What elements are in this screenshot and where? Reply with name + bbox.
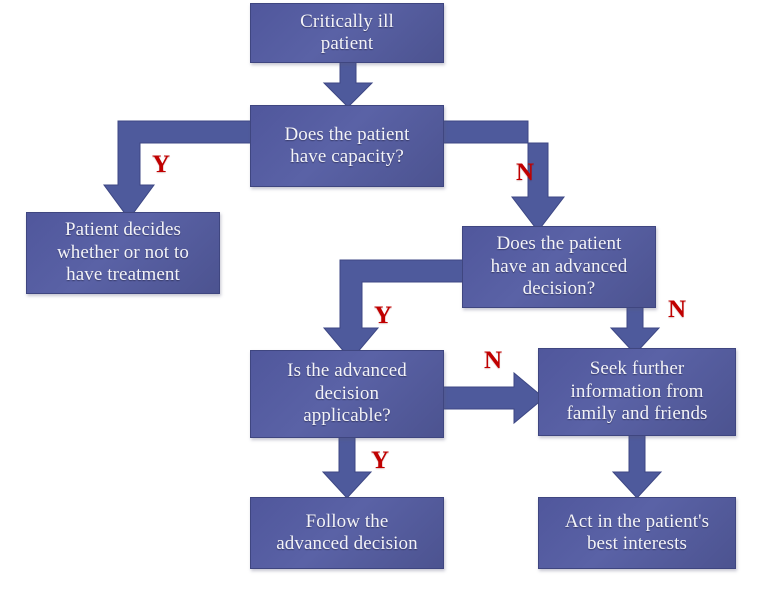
edge-label-capacity-no: N: [516, 159, 535, 186]
node-does-patient-have-capacity[interactable]: Does the patient have capacity?: [250, 105, 444, 187]
node-act-in-patients-best-interests[interactable]: Act in the patient's best interests: [538, 497, 736, 569]
edge-label-advanced-decision-no: N: [668, 296, 687, 323]
node-does-patient-have-advanced-decision[interactable]: Does the patient have an advanced decisi…: [462, 226, 656, 308]
connector-capacity-no-to-advanced-decision: [437, 120, 582, 237]
node-seek-further-information[interactable]: Seek further information from family and…: [538, 348, 736, 436]
connector-applicable-yes-to-follow-advanced-decision: [320, 435, 374, 500]
connector-advanced-decision-yes-to-applicable: [322, 259, 475, 362]
edge-label-advanced-decision-yes: Y: [374, 302, 393, 329]
edge-label-applicable-no: N: [484, 347, 503, 374]
node-patient-decides-treatment[interactable]: Patient decides whether or not to have t…: [26, 212, 220, 294]
connector-capacity-yes-to-patient-decides: [103, 120, 257, 223]
edge-label-capacity-yes: Y: [152, 151, 171, 178]
connector-critically-ill-to-capacity: [322, 60, 374, 109]
connector-advanced-decision-no-to-seek-information: [608, 305, 662, 356]
edge-label-applicable-yes: Y: [371, 447, 390, 474]
node-critically-ill-patient[interactable]: Critically ill patient: [250, 3, 444, 63]
node-is-advanced-decision-applicable[interactable]: Is the advanced decision applicable?: [250, 350, 444, 438]
connector-seek-information-to-best-interests: [610, 433, 664, 500]
connector-applicable-no-to-seek-information: [439, 371, 546, 426]
node-follow-advanced-decision[interactable]: Follow the advanced decision: [250, 497, 444, 569]
